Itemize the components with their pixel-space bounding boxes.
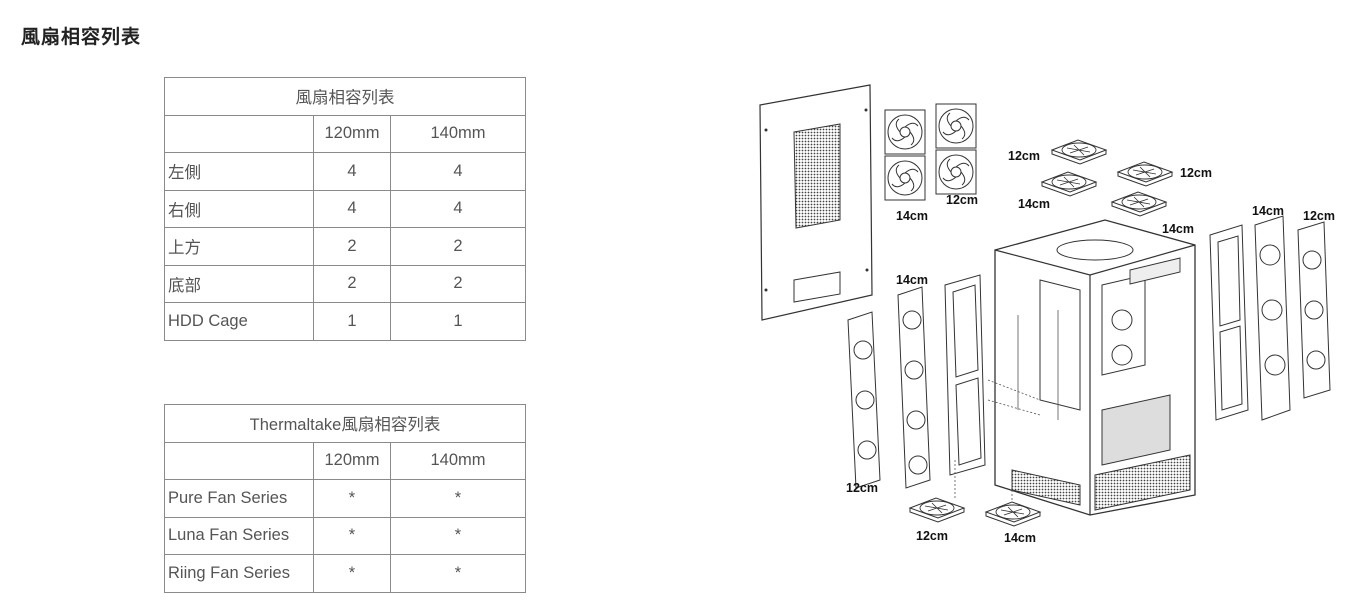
cell-140mm: 2 xyxy=(390,227,526,266)
header-cell-120mm: 120mm xyxy=(313,441,391,480)
table-row: 左側 4 4 xyxy=(164,152,526,191)
header-cell-empty xyxy=(164,114,314,153)
header-cell-140mm: 140mm xyxy=(390,114,526,153)
table-header-row: 120mm 140mm xyxy=(164,114,526,153)
table-caption-row: 風扇相容列表 xyxy=(164,77,526,116)
bottom-fans xyxy=(909,460,1041,527)
right-fan-column xyxy=(1209,215,1331,421)
cell-120mm: * xyxy=(313,516,391,555)
cell-140mm: * xyxy=(390,516,526,555)
row-label: Riing Fan Series xyxy=(164,554,314,593)
row-label: HDD Cage xyxy=(164,302,314,341)
left-fan-column xyxy=(847,274,1041,489)
row-label: 底部 xyxy=(164,264,314,303)
cell-120mm: * xyxy=(313,554,391,593)
label-top-14cm: 14cm xyxy=(1018,197,1050,211)
label-bottom-14cm: 14cm xyxy=(1004,531,1036,545)
side-fan-stack xyxy=(884,103,977,201)
label-bottom-12cm: 12cm xyxy=(916,529,948,543)
table-row: Luna Fan Series * * xyxy=(164,516,526,555)
table-row: Pure Fan Series * * xyxy=(164,479,526,518)
table-row: 右側 4 4 xyxy=(164,189,526,228)
side-panel-drawing xyxy=(759,84,873,321)
header-cell-empty xyxy=(164,441,314,480)
row-label: Luna Fan Series xyxy=(164,516,314,555)
label-left-12cm: 12cm xyxy=(846,481,878,495)
chassis-drawing xyxy=(994,219,1196,516)
row-label: 右側 xyxy=(164,189,314,228)
header-cell-120mm: 120mm xyxy=(313,114,391,153)
cell-120mm: 4 xyxy=(313,152,391,191)
cell-140mm: 4 xyxy=(390,189,526,228)
cell-140mm: 1 xyxy=(390,302,526,341)
table-caption: Thermaltake風扇相容列表 xyxy=(164,404,526,443)
cell-120mm: 4 xyxy=(313,189,391,228)
table-caption-row: Thermaltake風扇相容列表 xyxy=(164,404,526,443)
label-top-right-12cm: 12cm xyxy=(1180,166,1212,180)
fan-compatibility-table: 風扇相容列表 120mm 140mm 左側 4 4 右側 4 4 上方 2 2 … xyxy=(164,77,526,341)
case-exploded-diagram: 14cm 12cm 12cm 14cm 12cm 14cm 14c xyxy=(759,84,1335,545)
table-row: HDD Cage 1 1 xyxy=(164,302,526,341)
cell-140mm: 2 xyxy=(390,264,526,303)
label-right-12cm: 12cm xyxy=(1303,209,1335,223)
header-cell-140mm: 140mm xyxy=(390,441,526,480)
label-side-14cm: 14cm xyxy=(896,209,928,223)
cell-140mm: 4 xyxy=(390,152,526,191)
cell-120mm: 1 xyxy=(313,302,391,341)
label-left-14cm: 14cm xyxy=(896,273,928,287)
cell-140mm: * xyxy=(390,479,526,518)
table-row: 底部 2 2 xyxy=(164,264,526,303)
table-caption: 風扇相容列表 xyxy=(164,77,526,116)
cell-120mm: 2 xyxy=(313,264,391,303)
table-row: Riing Fan Series * * xyxy=(164,554,526,593)
table-header-row: 120mm 140mm xyxy=(164,441,526,480)
row-label: Pure Fan Series xyxy=(164,479,314,518)
top-fans xyxy=(1041,139,1173,217)
cell-120mm: * xyxy=(313,479,391,518)
table-row: 上方 2 2 xyxy=(164,227,526,266)
cell-120mm: 2 xyxy=(313,227,391,266)
label-top-right-14cm: 14cm xyxy=(1162,222,1194,236)
page-title: 風扇相容列表 xyxy=(21,26,142,48)
cell-140mm: * xyxy=(390,554,526,593)
label-right-14cm: 14cm xyxy=(1252,204,1284,218)
row-label: 左側 xyxy=(164,152,314,191)
row-label: 上方 xyxy=(164,227,314,266)
thermaltake-fan-compatibility-table: Thermaltake風扇相容列表 120mm 140mm Pure Fan S… xyxy=(164,404,526,593)
label-side-12cm: 12cm xyxy=(946,193,978,207)
label-top-12cm: 12cm xyxy=(1008,149,1040,163)
